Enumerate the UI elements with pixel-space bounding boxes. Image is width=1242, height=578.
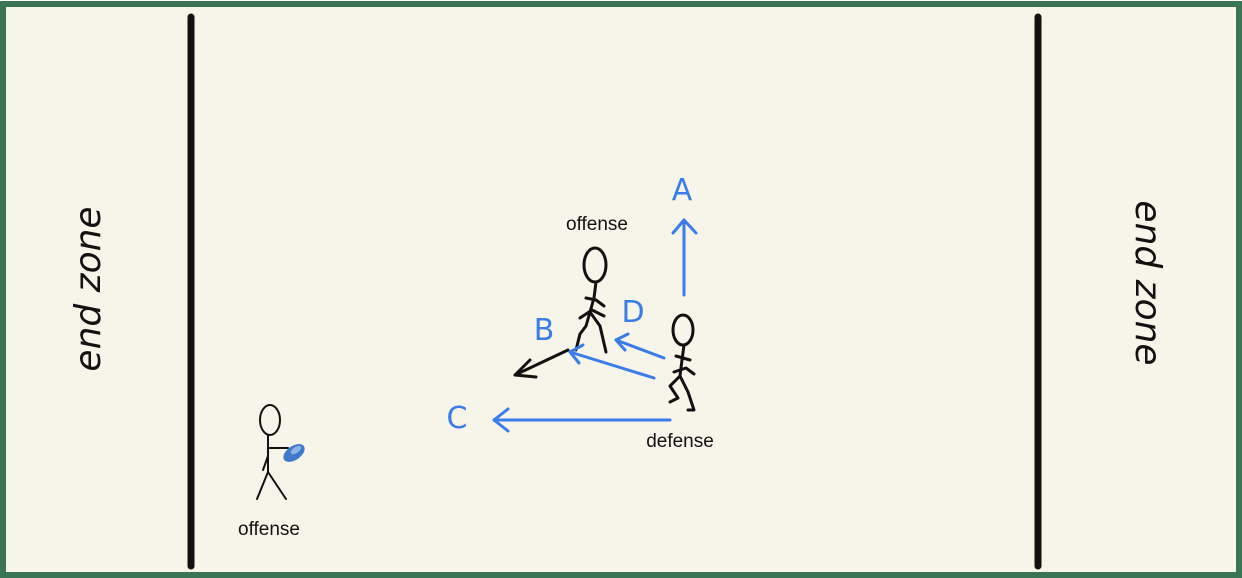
frisbee-icon — [283, 444, 305, 462]
offense-cutter-figure — [574, 246, 608, 354]
route-a-arrow — [671, 218, 698, 297]
defender-label: defense — [646, 431, 714, 452]
offense-cutter-label: offense — [566, 214, 628, 235]
offense-thrower-label: offense — [238, 519, 300, 540]
route-d-arrow — [614, 332, 666, 360]
left-endzone-label: end zone — [68, 206, 109, 371]
route-b-arrow — [568, 343, 656, 380]
offense-thrower-figure — [256, 404, 289, 500]
defender-figure — [668, 313, 696, 412]
route-b-label: B — [534, 313, 555, 348]
route-a-label: A — [672, 173, 693, 208]
route-c-label: C — [447, 401, 468, 436]
route-c-arrow — [492, 407, 672, 433]
route-d-label: D — [621, 295, 644, 330]
cutter-run-arrow — [513, 348, 570, 379]
right-endzone-label: end zone — [1127, 200, 1168, 365]
